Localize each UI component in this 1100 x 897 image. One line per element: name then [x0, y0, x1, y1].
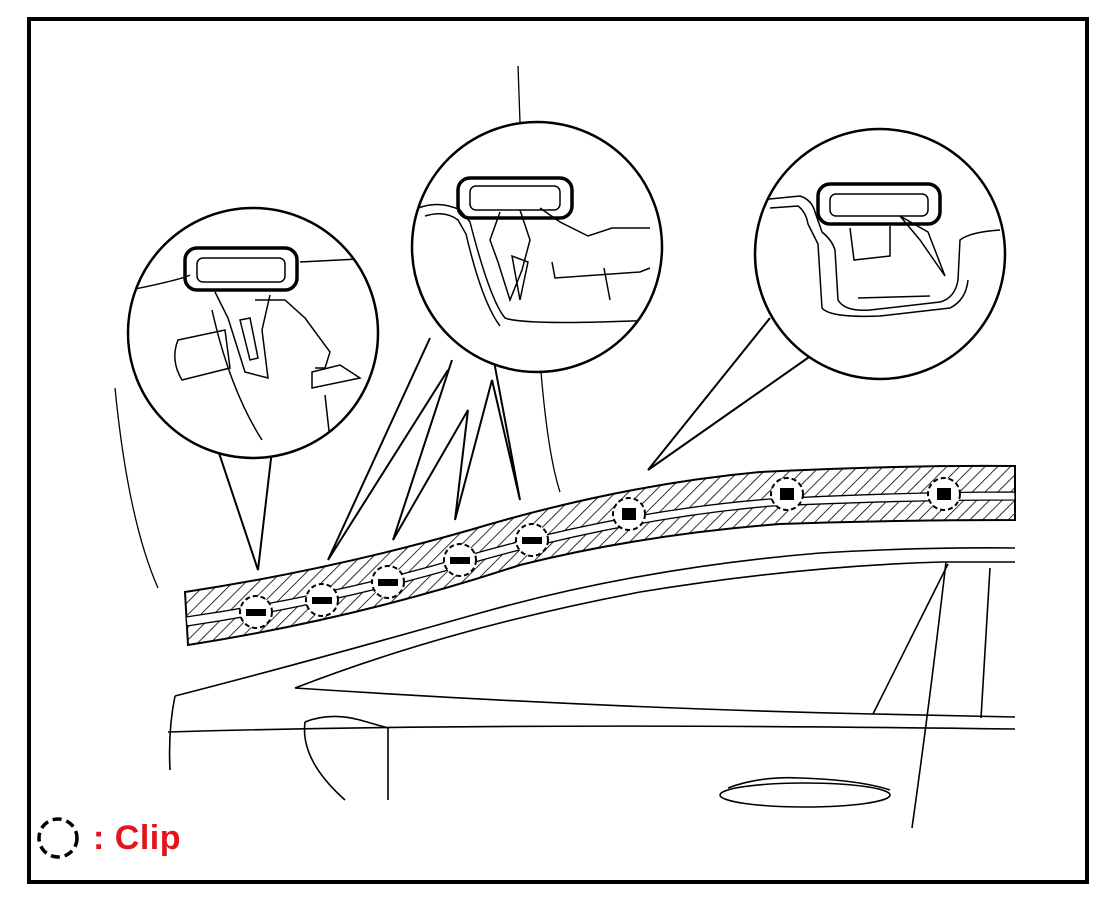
clip-2: [305, 583, 339, 617]
legend: : Clip: [33, 813, 181, 863]
clip-8: [927, 477, 961, 511]
clip-detail-left: [126, 206, 380, 460]
clip-5: [515, 523, 549, 557]
diagram-frame: [27, 17, 1089, 884]
background-lines: [114, 65, 561, 589]
roof-molding: [183, 464, 1016, 647]
clip-detail-right: [753, 127, 1007, 381]
clip-7: [770, 477, 804, 511]
clip-detail-center: [410, 120, 664, 374]
clip-markers: [239, 477, 961, 629]
clip-3: [371, 565, 405, 599]
dashed-circle-icon: [37, 817, 79, 859]
car-body: [167, 547, 1016, 829]
clip-6: [612, 497, 646, 531]
callout-pointers: [217, 317, 813, 571]
clip-1: [239, 595, 273, 629]
clip-4: [443, 543, 477, 577]
legend-label: : Clip: [93, 818, 181, 857]
